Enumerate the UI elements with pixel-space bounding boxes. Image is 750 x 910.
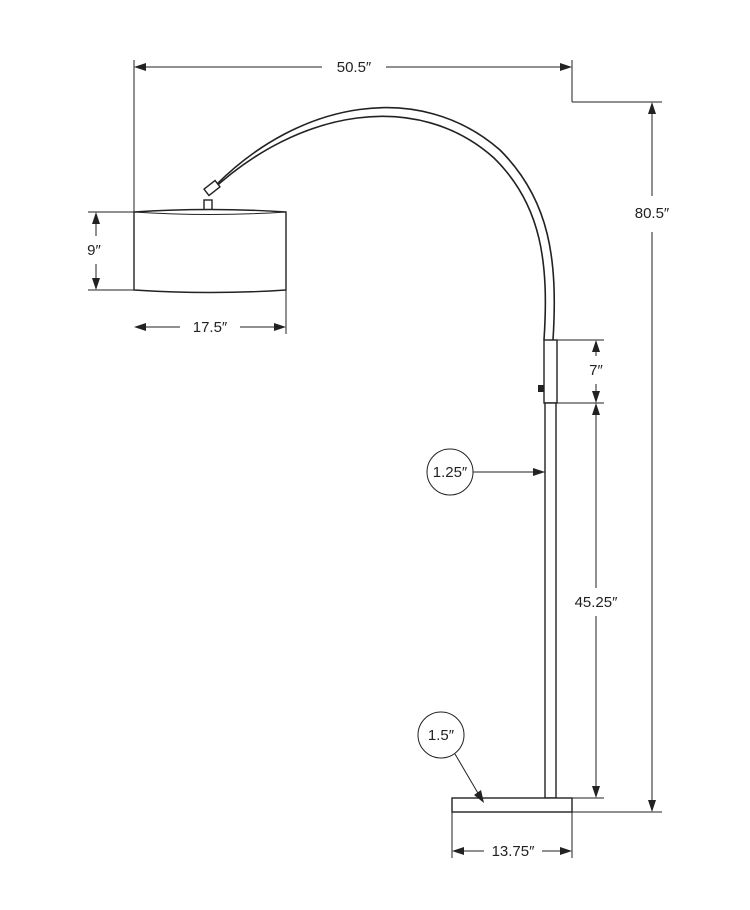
shade-width-label: 17.5″ <box>193 319 228 336</box>
lamp-shade <box>133 208 287 294</box>
overall-height-label: 80.5″ <box>635 205 670 222</box>
upper-pole-section <box>543 339 558 404</box>
base-thickness-callout-circle <box>417 711 465 759</box>
switch-knob <box>538 385 544 392</box>
shade-height-label: 9″ <box>87 242 101 259</box>
arc-joint <box>203 179 221 197</box>
base-thickness-label: 1.5″ <box>428 727 455 744</box>
arc-inner <box>209 115 547 341</box>
lamp-drawing <box>133 106 573 813</box>
overall-width-label: 50.5″ <box>337 59 372 76</box>
lower-pole-height-label: 45.25″ <box>575 594 619 611</box>
lower-pole <box>544 402 557 799</box>
pole-diameter-label: 1.25″ <box>433 464 468 481</box>
lamp-base <box>451 797 573 813</box>
dimension-lines: 50.5″ 80.5″ 9″ 17.5″ 7″ <box>87 59 670 860</box>
base-width-label: 13.75″ <box>492 843 536 860</box>
shade-top-rim <box>133 211 287 215</box>
switch-section-label: 7″ <box>589 362 603 379</box>
arc-outer <box>214 106 556 341</box>
